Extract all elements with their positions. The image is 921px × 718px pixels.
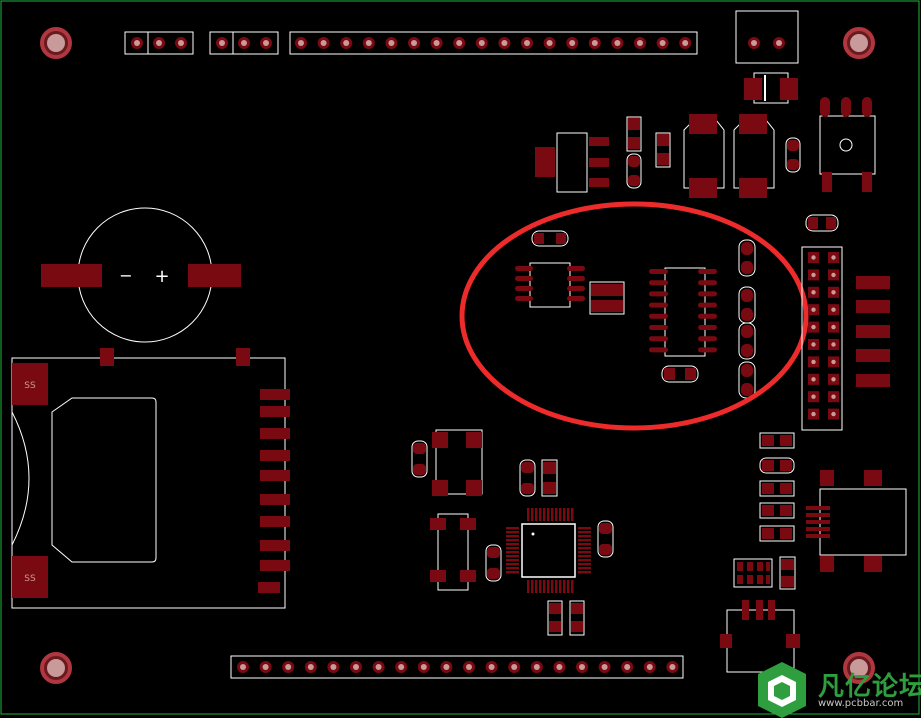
ic-soic8: [515, 262, 585, 308]
push-button: [819, 97, 876, 192]
ic-soic16: [649, 267, 717, 357]
diode: [744, 72, 798, 104]
highlight-ellipse: [459, 201, 809, 431]
sd-pad-label-bottom: SS: [24, 574, 36, 584]
sd-card-slot: SS SS: [11, 348, 290, 609]
voltage-regulator: [535, 132, 609, 193]
header-bottom-row: [230, 655, 684, 679]
mcu-qfp: [506, 508, 591, 593]
sot-regulator: [720, 600, 800, 673]
header-3pin-b: [209, 31, 279, 55]
header-2x10: [801, 246, 843, 431]
battery-minus-label: −: [119, 266, 132, 285]
watermark-url: www.pcbbar.com: [818, 698, 904, 709]
sd-pad-label-top: SS: [24, 381, 36, 391]
battery-plus-label: +: [154, 266, 169, 287]
crystal: [432, 429, 483, 496]
connector-2pin: [735, 10, 799, 64]
watermark: 凡亿论坛 www.pcbbar.com: [752, 660, 921, 718]
crystal-small: [430, 513, 476, 591]
resistor-network: [733, 558, 773, 588]
capacitor-smd: [626, 116, 801, 189]
resistor-array-right: [856, 276, 890, 387]
watermark-title: 凡亿论坛: [818, 672, 921, 702]
header-top-row: [289, 31, 698, 55]
usb-connector: [806, 470, 907, 572]
logo-icon: [758, 662, 806, 718]
header-3pin-a: [124, 31, 194, 55]
coin-battery: − +: [41, 207, 241, 343]
